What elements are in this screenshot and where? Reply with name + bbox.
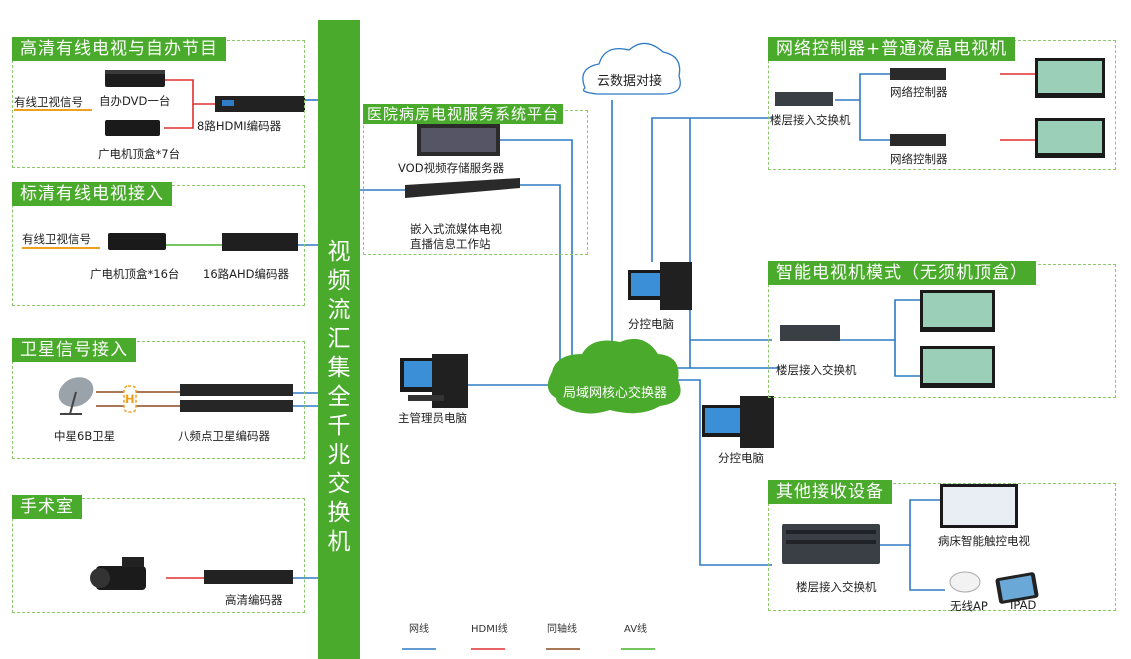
switch-label: 楼层接入交换机 xyxy=(776,363,857,377)
dish-label: 中星6B卫星 xyxy=(54,429,116,443)
admin-pc-label: 主管理员电脑 xyxy=(398,411,467,425)
group-operating-room xyxy=(12,498,305,613)
coax-cables xyxy=(96,391,580,650)
camcorder-icon xyxy=(90,557,146,590)
ipad-label: IPAD xyxy=(1010,598,1037,612)
satellite-dish-icon xyxy=(58,377,94,415)
set-top-box-icon xyxy=(108,233,166,250)
admin-computer-icon xyxy=(400,354,468,408)
vod-server-icon xyxy=(417,124,500,156)
hd-encoder-icon xyxy=(204,570,293,584)
floor-switch-icon xyxy=(775,92,833,106)
group-title: 标清有线电视接入 xyxy=(12,182,172,206)
smart-tv-icon xyxy=(920,290,995,388)
workstation-icon xyxy=(405,178,520,198)
encoder-label: 八频点卫星编码器 xyxy=(178,429,270,443)
legend-coax: 同轴线 xyxy=(547,624,577,635)
workstation-label-1: 嵌入式流媒体电视 xyxy=(410,222,502,236)
stb-label: 广电机顶盒*7台 xyxy=(98,147,181,161)
floor-switch-icon xyxy=(780,325,840,341)
av-cables xyxy=(166,244,655,650)
branch-computer-icon xyxy=(702,396,774,448)
hdmi-encoder-icon xyxy=(215,96,305,112)
encoder-label: 高清编码器 xyxy=(225,593,283,607)
legend-av: AV线 xyxy=(624,624,648,635)
cloud-icon xyxy=(582,42,681,95)
group-title: 医院病房电视服务系统平台 xyxy=(363,104,564,124)
legend-network: 网线 xyxy=(409,624,429,635)
wireless-ap-label: 无线AP xyxy=(950,599,988,613)
branch-pc-label: 分控电脑 xyxy=(628,317,674,331)
dvd-player-icon xyxy=(105,70,165,87)
satellite-encoder-icon xyxy=(180,384,293,412)
dvd-label: 自办DVD一台 xyxy=(99,94,171,108)
core-gigabit-switch-bar xyxy=(318,20,360,659)
group-title: 网络控制器+普通液晶电视机 xyxy=(768,37,1016,61)
legend-hdmi: HDMI线 xyxy=(471,624,508,635)
core-switch-label: 视 频 流 汇 集 全 千 兆 交 换 机 xyxy=(327,239,351,555)
controller-label: 网络控制器 xyxy=(890,85,948,99)
encoder-label: 16路AHD编码器 xyxy=(203,267,290,281)
core-cloud-label: 局域网核心交换器 xyxy=(563,386,668,401)
group-other-devices xyxy=(768,483,1116,611)
switch-label: 楼层接入交换机 xyxy=(796,580,877,594)
ipad-icon xyxy=(995,572,1039,604)
signal-underlines xyxy=(14,109,100,249)
vod-label: VOD视频存储服务器 xyxy=(398,161,505,175)
group-title: 智能电视机模式（无须机顶盒） xyxy=(768,261,1036,285)
core-switch-cloud-icon xyxy=(547,338,681,414)
splitter-glyph: H xyxy=(125,392,135,406)
bedside-tv-label: 病床智能触控电视 xyxy=(938,534,1030,548)
group-title: 高清有线电视与自办节目 xyxy=(12,37,226,61)
group-title: 卫星信号接入 xyxy=(12,338,136,362)
bedside-touch-tv-icon xyxy=(940,484,1018,528)
signal-label: 有线卫视信号 xyxy=(14,95,83,109)
branch-computer-icon xyxy=(628,262,692,310)
floor-switch-icon xyxy=(782,524,880,564)
cloud-data-label: 云数据对接 xyxy=(597,74,663,89)
workstation-label-2: 直播信息工作站 xyxy=(410,237,491,251)
set-top-box-icon xyxy=(105,120,160,136)
controller-label: 网络控制器 xyxy=(890,152,948,166)
encoder-label: 8路HDMI编码器 xyxy=(197,119,282,133)
hdmi-cables xyxy=(164,73,1035,650)
group-title: 其他接收设备 xyxy=(768,480,892,504)
group-title: 手术室 xyxy=(12,495,82,519)
group-satellite xyxy=(12,341,305,459)
stb-label: 广电机顶盒*16台 xyxy=(90,267,180,281)
splitter-icon xyxy=(123,385,137,413)
network-controller-icon xyxy=(890,68,946,146)
branch-pc-label: 分控电脑 xyxy=(718,451,764,465)
ahd-encoder-icon xyxy=(222,233,298,251)
wireless-ap-icon xyxy=(949,571,981,593)
signal-label: 有线卫视信号 xyxy=(22,232,91,246)
switch-label: 楼层接入交换机 xyxy=(770,113,851,127)
lcd-tv-icon xyxy=(1035,58,1105,158)
